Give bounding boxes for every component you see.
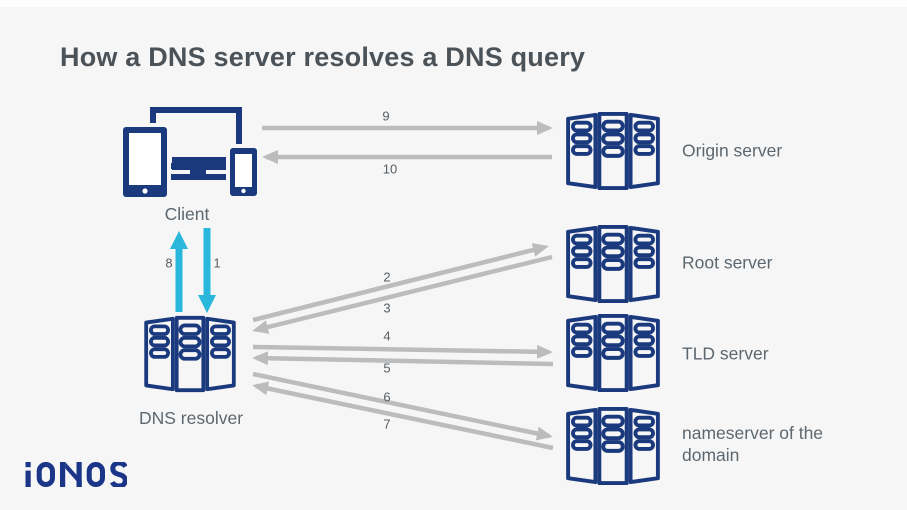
arrow-step-7: [252, 381, 554, 451]
origin-server-icon: [562, 110, 664, 192]
step-number-2: 2: [383, 269, 391, 285]
step-number-10: 10: [382, 161, 398, 177]
step-number-4: 4: [383, 328, 391, 344]
ionos-logo: IONOS: [25, 460, 128, 492]
step-number-7: 7: [383, 416, 391, 432]
arrow-step-2: [252, 243, 549, 323]
top-border: [0, 0, 907, 7]
step-number-5: 5: [383, 360, 391, 376]
step-number-1: 1: [213, 255, 221, 271]
client-devices-icon: [119, 107, 260, 200]
arrow-step-3: [252, 254, 553, 334]
origin-server-label: Origin server: [682, 140, 783, 161]
dns-resolver-icon: [137, 314, 243, 394]
nameserver-icon: [562, 405, 664, 487]
page-title: How a DNS server resolves a DNS query: [60, 42, 586, 72]
client-label: Client: [164, 204, 210, 224]
arrow-step-4: [252, 344, 553, 359]
arrow-step-5: [252, 351, 554, 367]
tld-server-icon: [562, 312, 664, 394]
root-server-label: Root server: [682, 252, 773, 273]
dns-resolver-label: DNS resolver: [138, 408, 244, 428]
root-server-icon: [562, 223, 664, 305]
step-number-6: 6: [383, 389, 391, 405]
nameserver-label: nameserver of the domain: [682, 423, 824, 465]
arrow-step-6: [252, 371, 553, 441]
step-number-3: 3: [383, 300, 391, 316]
tld-server-label: TLD server: [682, 343, 769, 364]
step-number-9: 9: [382, 108, 390, 124]
step-number-8: 8: [165, 255, 173, 271]
